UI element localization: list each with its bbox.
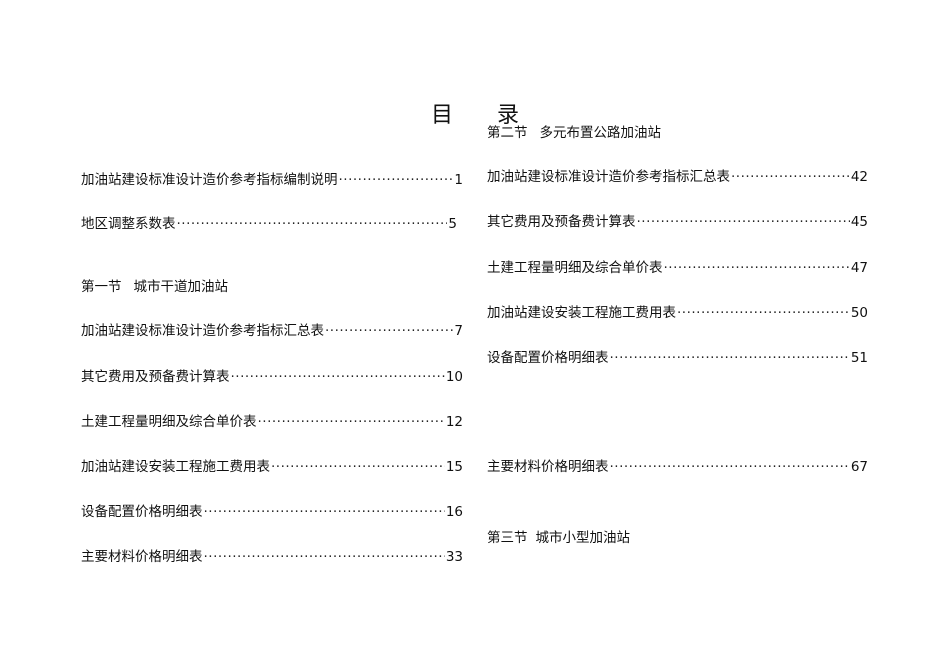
toc-entry-label: 设备配置价格明细表 <box>487 350 609 366</box>
toc-page-number: 7 <box>454 323 463 339</box>
toc-entry-label: 其它费用及预备费计算表 <box>81 369 230 385</box>
toc-entry-label: 加油站建设安装工程施工费用表 <box>81 459 270 475</box>
title-char-right: 录 <box>497 103 520 128</box>
toc-page-number: 10 <box>445 369 463 385</box>
toc-page-number: 47 <box>850 260 868 276</box>
toc-entry[interactable]: 加油站建设标准设计造价参考指标汇总表 7 <box>81 321 463 341</box>
toc-entry-label: 其它费用及预备费计算表 <box>487 214 636 230</box>
toc-entry-label: 加油站建设标准设计造价参考指标汇总表 <box>487 169 730 185</box>
section-number: 第二节 <box>487 125 528 141</box>
section-name: 城市干道加油站 <box>133 279 229 295</box>
toc-entry-label: 主要材料价格明细表 <box>487 459 609 475</box>
toc-entry-label: 主要材料价格明细表 <box>81 549 203 565</box>
toc-page-number: 1 <box>454 172 463 188</box>
toc-leader <box>177 214 448 234</box>
toc-entry[interactable]: 加油站建设安装工程施工费用表 15 <box>81 457 463 477</box>
toc-entry[interactable]: 主要材料价格明细表 67 <box>487 457 868 477</box>
section-number: 第一节 <box>81 279 122 295</box>
toc-entry-label: 土建工程量明细及综合单价表 <box>81 414 257 430</box>
toc-leader <box>271 457 445 477</box>
toc-entry-label: 土建工程量明细及综合单价表 <box>487 260 663 276</box>
toc-page-number: 51 <box>850 350 868 366</box>
toc-leader <box>610 348 850 368</box>
toc-leader <box>637 212 850 232</box>
toc-entry-label: 加油站建设标准设计造价参考指标汇总表 <box>81 323 324 339</box>
toc-entry[interactable]: 其它费用及预备费计算表 10 <box>81 367 463 387</box>
toc-leader <box>610 457 850 477</box>
toc-leader <box>325 321 453 341</box>
section-heading-3: 第三节城市小型加油站 <box>487 528 630 548</box>
toc-entry-label: 地区调整系数表 <box>81 216 176 232</box>
toc-entry[interactable]: 其它费用及预备费计算表 45 <box>487 212 868 232</box>
toc-entry-label: 加油站建设安装工程施工费用表 <box>487 305 676 321</box>
toc-entry[interactable]: 设备配置价格明细表 16 <box>81 502 463 522</box>
toc-entry[interactable]: 地区调整系数表 5 <box>81 214 457 234</box>
page-title: 目录 <box>0 100 950 132</box>
section-heading-1: 第一节城市干道加油站 <box>81 277 228 297</box>
toc-leader <box>204 502 445 522</box>
toc-entry[interactable]: 加油站建设标准设计造价参考指标编制说明 1 <box>81 170 463 190</box>
toc-page-number: 12 <box>445 414 463 430</box>
toc-page-number: 45 <box>850 214 868 230</box>
title-char-left: 目 <box>430 103 453 128</box>
toc-entry[interactable]: 主要材料价格明细表 33 <box>81 547 463 567</box>
section-number: 第三节 <box>487 530 528 546</box>
toc-page-number: 16 <box>445 504 463 520</box>
toc-page-number: 50 <box>850 305 868 321</box>
section-name: 城市小型加油站 <box>535 530 631 546</box>
toc-leader <box>731 167 850 187</box>
toc-entry[interactable]: 土建工程量明细及综合单价表 12 <box>81 412 463 432</box>
toc-entry-label: 设备配置价格明细表 <box>81 504 203 520</box>
toc-leader <box>677 303 850 323</box>
toc-page-number: 33 <box>445 549 463 565</box>
toc-entry[interactable]: 加油站建设安装工程施工费用表 50 <box>487 303 868 323</box>
toc-page-number: 42 <box>850 169 868 185</box>
toc-leader <box>664 258 850 278</box>
section-name: 多元布置公路加油站 <box>539 125 662 141</box>
toc-entry[interactable]: 土建工程量明细及综合单价表 47 <box>487 258 868 278</box>
toc-entry-label: 加油站建设标准设计造价参考指标编制说明 <box>81 172 338 188</box>
toc-entry[interactable]: 设备配置价格明细表 51 <box>487 348 868 368</box>
toc-page-number: 67 <box>850 459 868 475</box>
toc-leader <box>339 170 454 190</box>
section-heading-2: 第二节多元布置公路加油站 <box>487 123 661 143</box>
toc-page-number: 5 <box>448 216 457 232</box>
toc-page-number: 15 <box>445 459 463 475</box>
toc-leader <box>231 367 445 387</box>
toc-leader <box>204 547 445 567</box>
toc-leader <box>258 412 445 432</box>
toc-entry[interactable]: 加油站建设标准设计造价参考指标汇总表 42 <box>487 167 868 187</box>
